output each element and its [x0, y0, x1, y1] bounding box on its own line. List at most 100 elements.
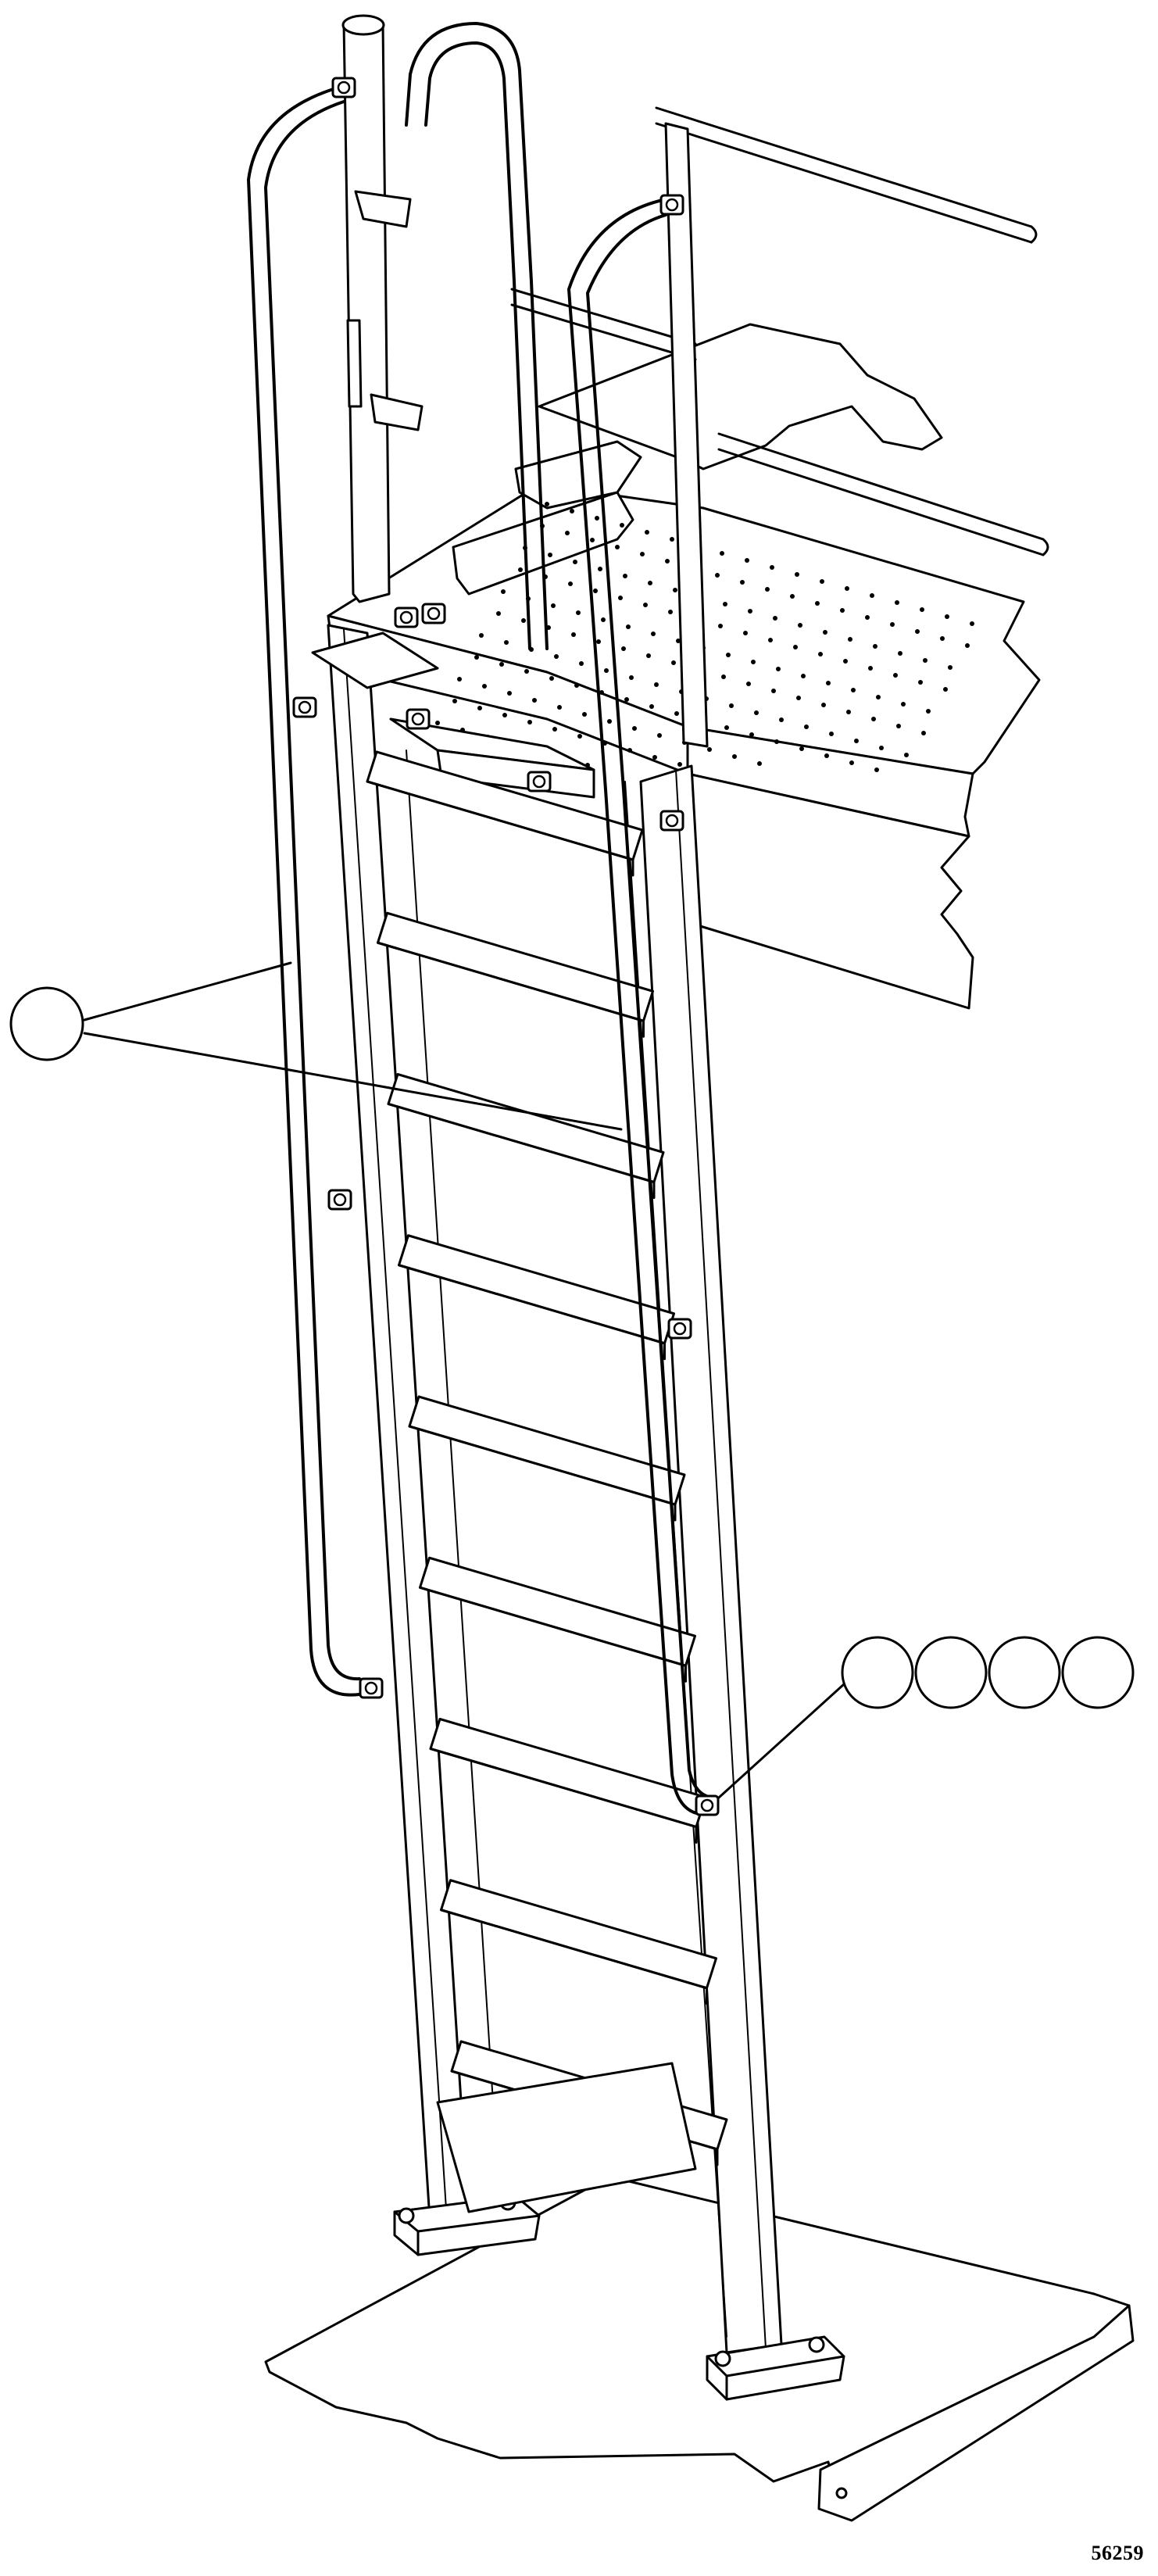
perforation-dot	[718, 624, 723, 628]
perforation-dot	[518, 567, 523, 572]
perforation-dot	[724, 725, 729, 730]
perforation-dot	[820, 579, 824, 584]
ladder-rung-edge	[387, 1103, 656, 1199]
perforation-dot	[901, 702, 906, 707]
perforation-dot	[721, 674, 726, 679]
perforation-dot	[829, 732, 834, 736]
perforation-dot	[477, 706, 482, 710]
perforation-dot	[948, 665, 952, 670]
callout-circle	[1061, 1636, 1135, 1709]
support-posts	[341, 14, 709, 748]
rail-clamps	[292, 77, 720, 1816]
perforation-dot	[848, 637, 852, 642]
perforation-dot	[818, 652, 823, 657]
drawing-reference-number: 56259	[1091, 2542, 1144, 2564]
perforation-dot	[573, 560, 577, 564]
perforation-dot	[865, 615, 870, 620]
perforation-dot	[732, 754, 737, 759]
perforation-dot	[590, 538, 595, 542]
perforation-dot	[671, 660, 676, 665]
perforation-dot	[873, 644, 877, 649]
perforation-dot	[627, 748, 632, 753]
perforation-dot	[743, 631, 748, 635]
perforation-dot	[452, 699, 457, 703]
top-guard-rail	[510, 106, 1049, 556]
perforation-dot	[804, 724, 809, 729]
perforation-dot	[890, 622, 895, 627]
perforation-dot	[604, 668, 609, 673]
perforation-dot	[749, 732, 754, 737]
perforation-dot	[548, 553, 552, 557]
perforation-dot	[879, 746, 884, 750]
perforation-dot	[654, 682, 659, 687]
callout-group-right	[841, 1636, 1135, 1709]
perforation-dot	[740, 580, 745, 585]
perforation-dot	[545, 502, 549, 506]
perforation-dot	[626, 624, 631, 629]
perforation-dot	[574, 683, 579, 688]
perforation-dot	[870, 593, 874, 598]
perforation-dot	[923, 658, 927, 663]
ladder-rung-edge	[377, 941, 645, 1038]
callout-circle	[841, 1636, 914, 1709]
perforation-dot	[779, 717, 784, 722]
ladder-base-feet	[393, 2062, 845, 2401]
ladder-rung-edge	[408, 1425, 677, 1522]
perforation-dot	[940, 636, 945, 641]
perforation-dot	[854, 739, 859, 743]
perforation-dot	[799, 746, 804, 751]
perforation-dot	[774, 739, 779, 744]
perforation-dot	[599, 690, 604, 695]
bolt-head	[298, 700, 312, 714]
perforation-dot	[798, 623, 802, 628]
perforation-dot	[773, 616, 777, 621]
perforation-dot	[768, 638, 773, 642]
perforation-dot	[801, 674, 806, 678]
perforation-dot	[840, 608, 845, 613]
perforation-dot	[507, 691, 512, 696]
perforation-dot	[652, 755, 657, 760]
perforation-dot	[757, 761, 762, 766]
ladder-rung-edge	[440, 1909, 708, 2005]
perforation-dot	[648, 581, 652, 585]
perforation-dot	[435, 721, 440, 725]
perforation-dot	[876, 695, 881, 699]
perforation-dot	[576, 610, 581, 615]
perforation-dot	[677, 762, 682, 767]
perforation-dot	[796, 696, 801, 700]
bolt-head	[333, 1193, 347, 1207]
perforation-dot	[577, 734, 582, 739]
perforation-dot	[776, 667, 781, 671]
bolt-head	[411, 712, 425, 726]
perforation-dot	[871, 717, 876, 721]
left-handrail-hoop	[247, 84, 361, 1697]
perforation-dot	[595, 516, 599, 521]
perforation-dot	[970, 621, 974, 626]
perforation-dot	[821, 703, 826, 707]
perforation-dot	[895, 600, 899, 605]
perforation-dot	[629, 675, 634, 680]
perforation-dot	[846, 710, 851, 714]
bolt-head	[665, 198, 679, 212]
perforation-dot	[657, 733, 662, 738]
perforation-dot	[624, 697, 629, 702]
perforation-dot	[943, 687, 948, 692]
perforation-dot	[896, 724, 901, 728]
bolt-head	[532, 775, 546, 789]
perforation-dot	[921, 731, 926, 735]
perforation-dot	[646, 653, 651, 658]
floor-plate	[264, 2175, 1135, 2522]
perforation-dot	[582, 712, 587, 717]
perforation-dot	[868, 666, 873, 671]
perforation-dot	[751, 660, 756, 664]
perforation-dot	[845, 586, 849, 591]
perforation-dot	[823, 630, 827, 635]
perforation-dot	[499, 662, 504, 667]
perforation-dot	[765, 587, 770, 592]
perforation-dot	[504, 640, 509, 645]
callout-leader-lines	[83, 961, 845, 1799]
perforation-dot	[665, 559, 670, 564]
perforation-dot	[549, 676, 554, 681]
perforation-dot	[551, 603, 556, 608]
perforation-dot	[554, 654, 559, 659]
